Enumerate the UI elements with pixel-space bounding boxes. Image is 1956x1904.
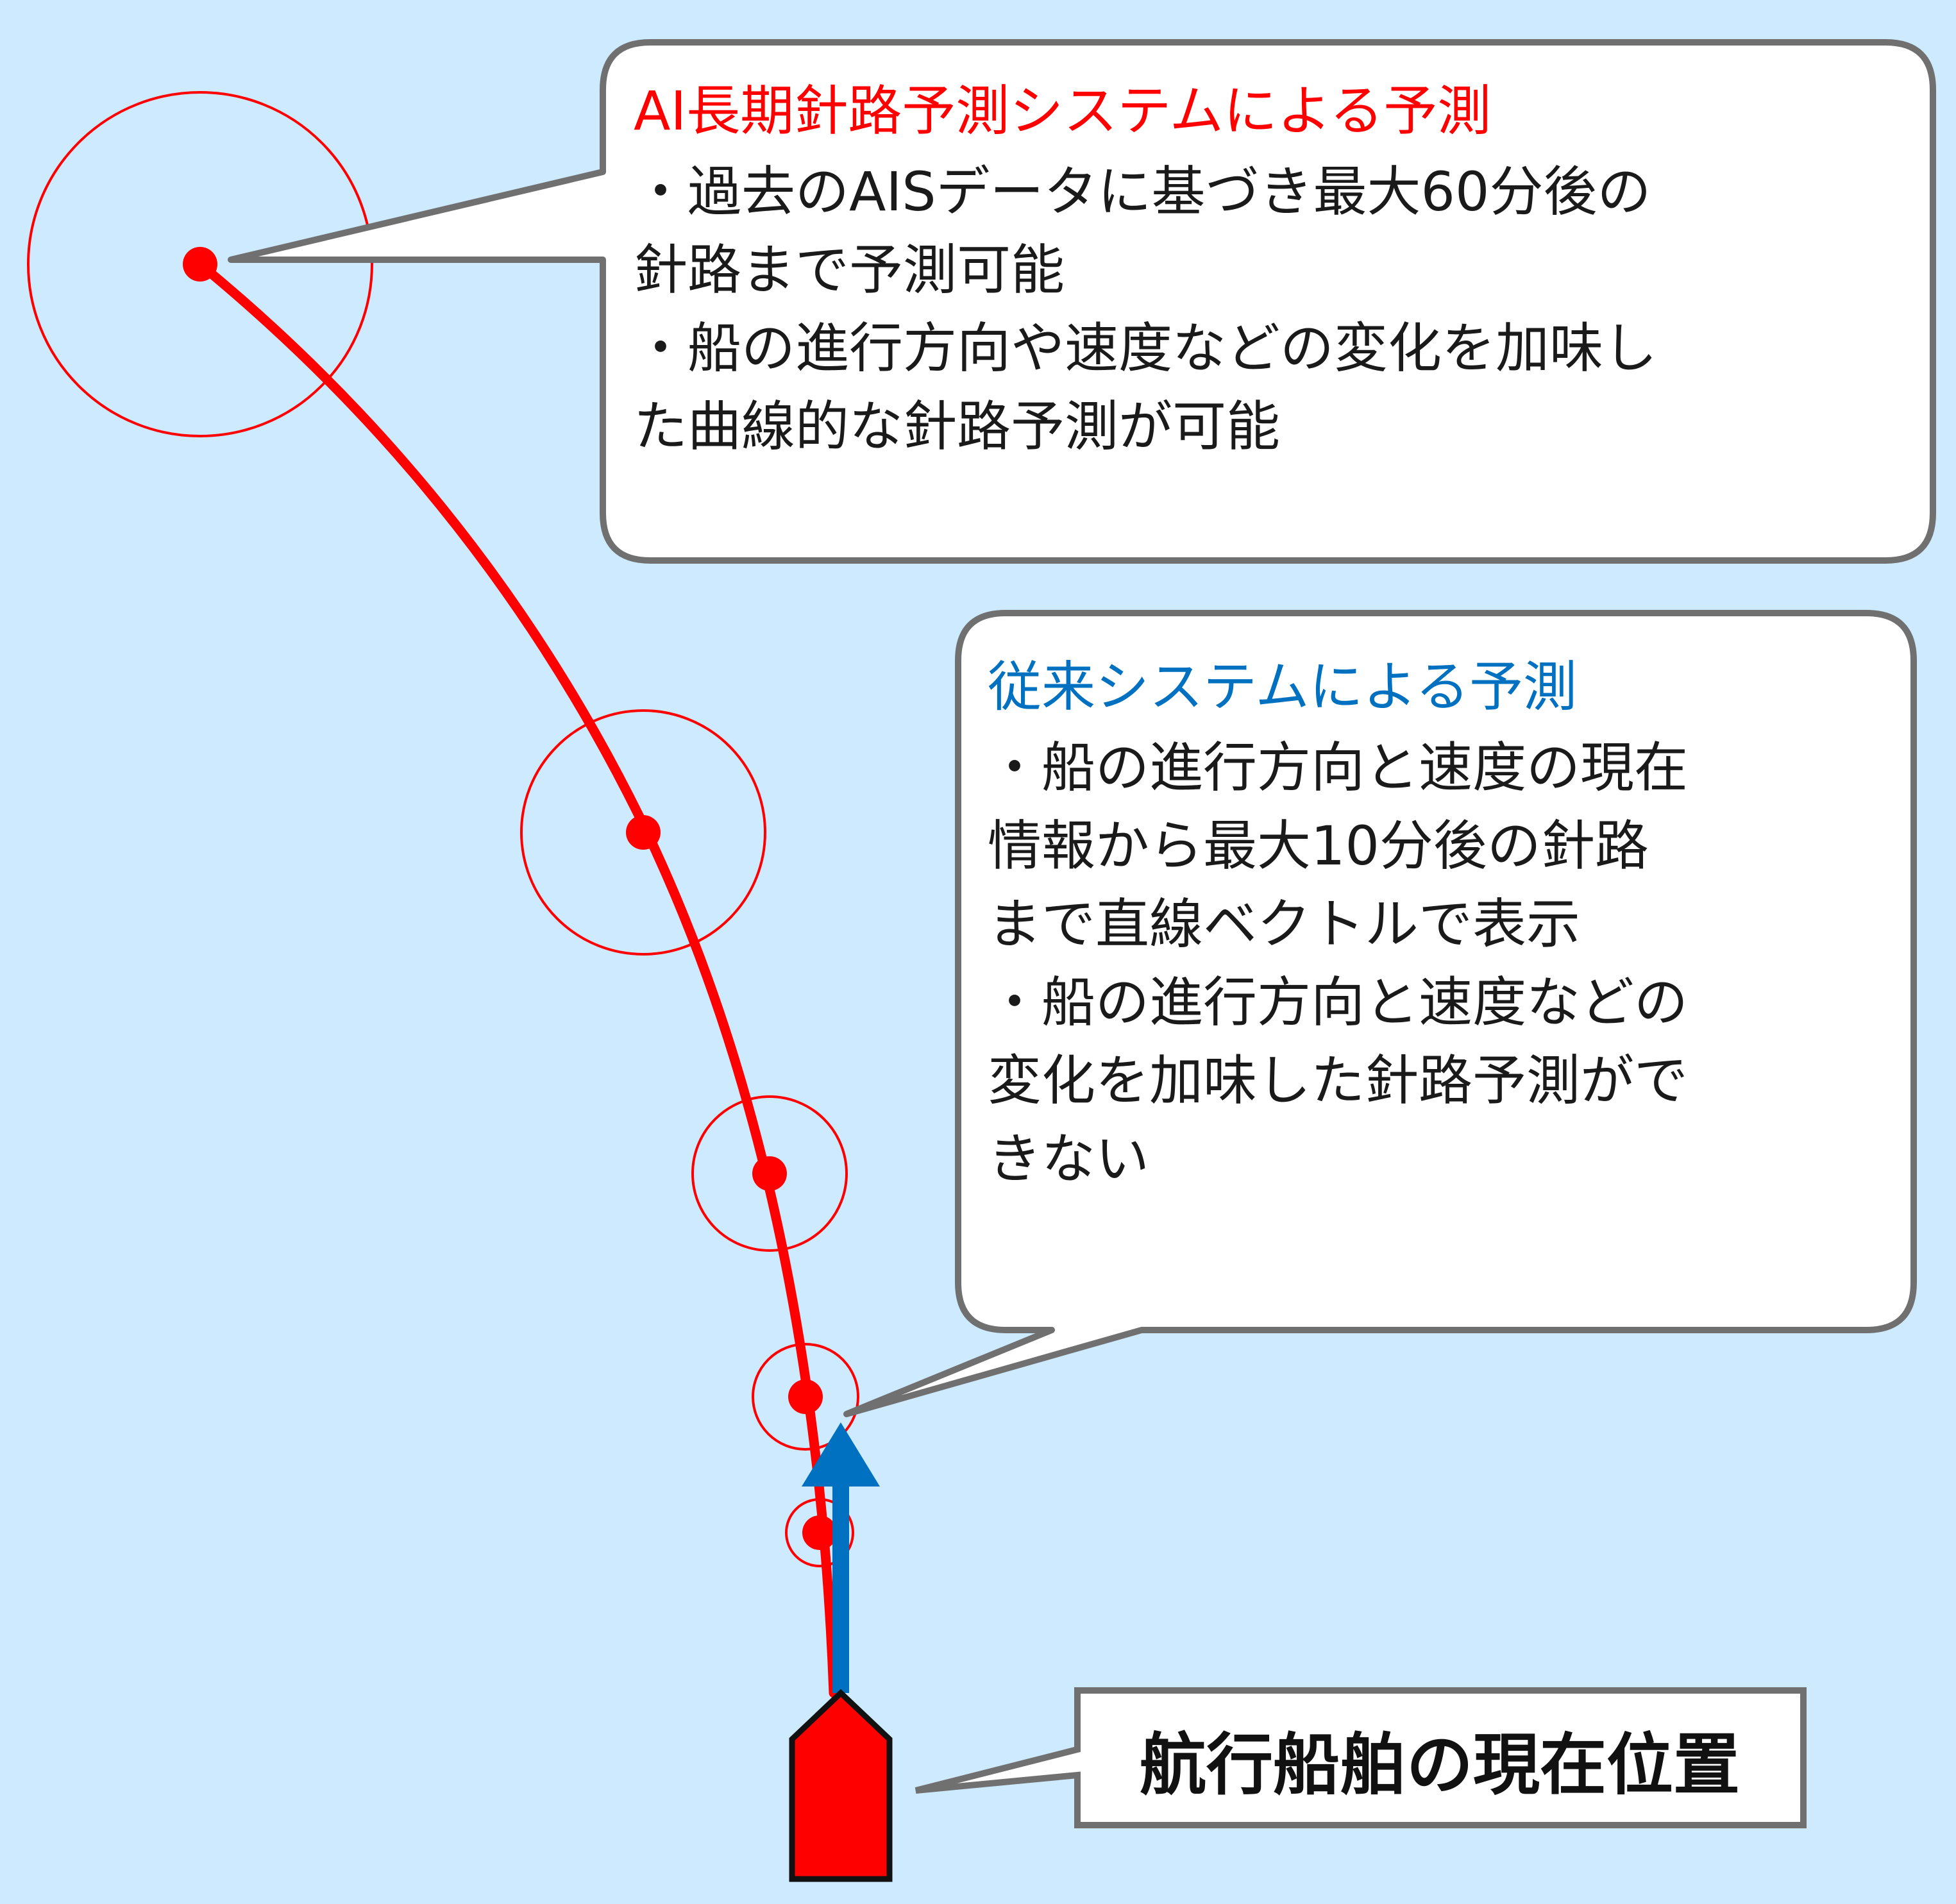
uncertainty-circle-45min [520,709,766,956]
prediction-point-30min [752,1156,787,1191]
uncertainty-circle-30min [691,1095,848,1252]
conventional-vector-arrowhead [802,1422,880,1487]
conventional-callout-line: ・船の進行方向と速度の現在 [988,736,1689,799]
conventional-callout-line: ・船の進行方向と速度などの [988,971,1689,1034]
conventional-callout-line: 情報から最大10分後の針路 [988,814,1649,877]
ai-callout-line: 針路まで予測可能 [634,239,1065,301]
prediction-point-15min [788,1379,823,1414]
ai-callout-title: AI長期針路予測システムによる予測 [634,80,1492,142]
position-label-box [915,1687,1807,1828]
conventional-callout-line: 変化を加味した針路予測がで [988,1049,1689,1112]
conventional-callout-title: 従来システムによる予測 [988,655,1577,718]
conventional-callout-line: きない [988,1127,1150,1190]
conventional-callout-line: まで直線ベクトルで表示 [988,893,1581,956]
prediction-point-5min [802,1515,837,1550]
ai-callout-line: た曲線的な針路予測が可能 [634,395,1281,458]
ai-callout-line: ・船の進行方向や速度などの変化を加味し [634,317,1658,380]
ship-icon [789,1689,893,1882]
uncertainty-circle-60min [27,91,373,437]
ai-callout-text: AI長期針路予測システムによる予測 ・過去のAISデータに基づき最大60分後の … [634,72,1657,466]
conventional-callout-bubble [843,610,1917,1417]
prediction-point-60min [183,247,217,282]
uncertainty-circle-15min [752,1343,859,1451]
current-position-label: 航行船舶の現在位置 [1139,1725,1740,1804]
ai-callout-line: ・過去のAISデータに基づき最大60分後の [634,160,1651,223]
uncertainty-circle-5min [785,1498,854,1567]
conventional-callout-text: 従来システムによる予測 ・船の進行方向と速度の現在 情報から最大10分後の針路 … [988,648,1688,1198]
ai-callout-bubble [228,39,1936,564]
prediction-point-45min [626,815,661,850]
